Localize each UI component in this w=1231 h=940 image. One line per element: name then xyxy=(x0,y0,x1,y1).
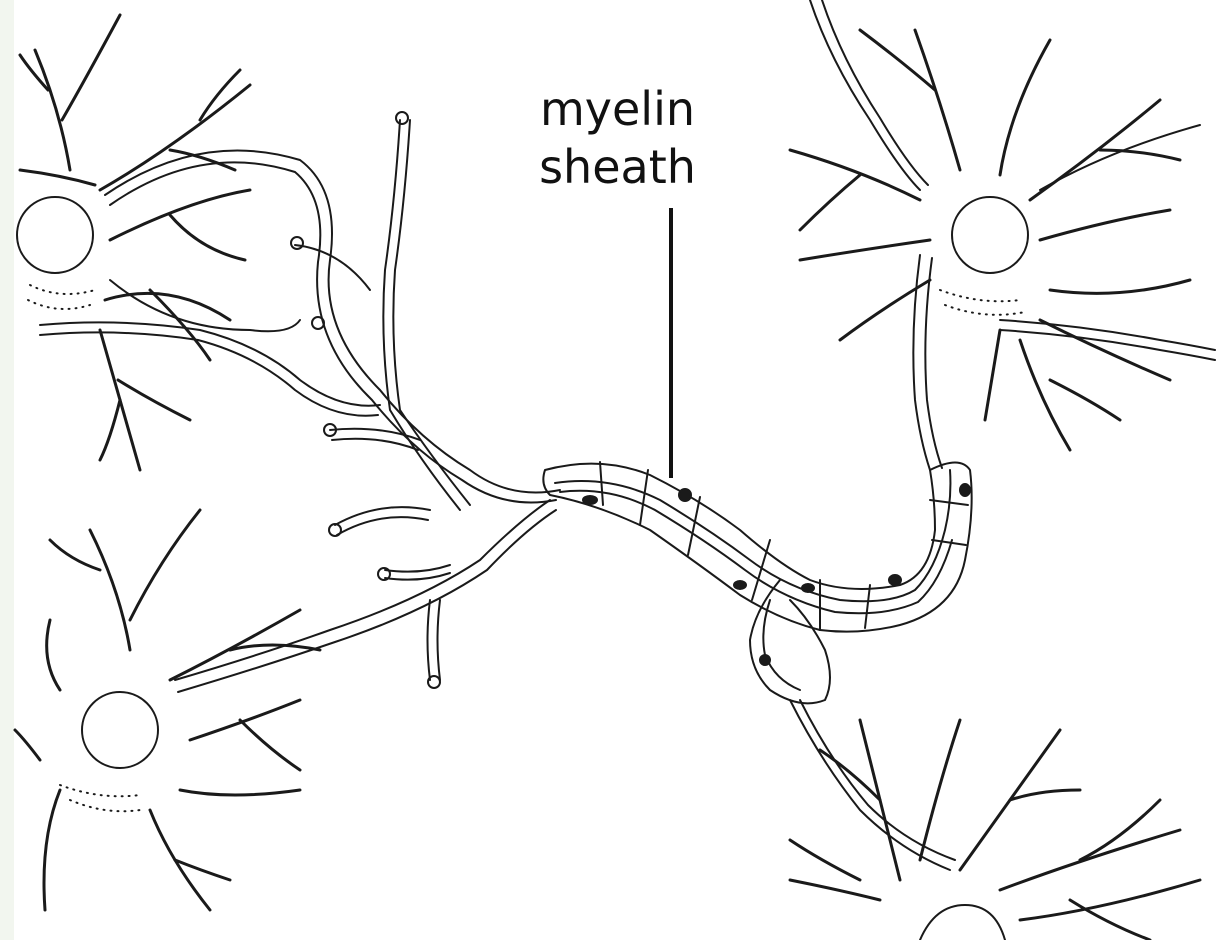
myelin-sheath-label: myelin sheath xyxy=(500,80,735,196)
neuron-top-right xyxy=(790,0,1215,470)
axon-terminals-left xyxy=(291,112,470,688)
nucleus-bottom-left xyxy=(82,692,158,768)
label-line-1: myelin xyxy=(500,80,735,138)
nucleus-top-right xyxy=(952,197,1028,273)
nucleus-bottom-right xyxy=(920,905,1005,940)
label-line-2: sheath xyxy=(500,138,735,196)
myelinated-axon xyxy=(543,462,971,870)
nucleus-top-left xyxy=(17,197,93,273)
left-edge-band xyxy=(0,0,14,940)
neuron-top-left xyxy=(17,15,560,503)
neuron-bottom-left xyxy=(15,500,556,910)
neuron-bottom-right xyxy=(790,720,1200,940)
